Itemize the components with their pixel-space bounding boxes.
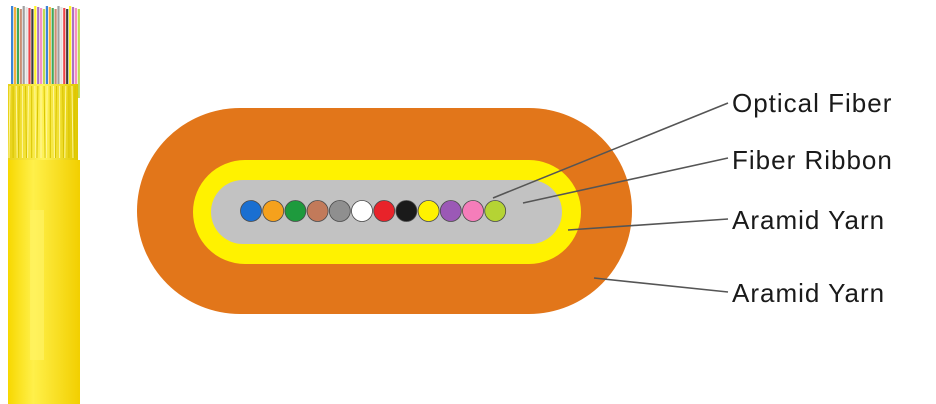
fiber-strand xyxy=(11,6,14,98)
label-optical-fiber: Optical Fiber xyxy=(732,88,893,118)
aramid-yarn-section xyxy=(8,84,78,160)
cable-cross-section xyxy=(137,108,632,314)
leader-fiber-ribbon xyxy=(522,157,729,204)
fiber-strand xyxy=(16,8,19,98)
label-fiber-ribbon: Fiber Ribbon xyxy=(732,145,893,175)
optical-fiber xyxy=(351,200,373,222)
yarn-texture xyxy=(8,85,76,159)
yarn-fiber xyxy=(64,85,67,159)
fiber-strand xyxy=(22,6,25,98)
yarn-fiber xyxy=(71,85,74,159)
optical-fiber xyxy=(484,200,507,222)
fiber-strand xyxy=(57,6,60,98)
optical-fiber xyxy=(395,200,418,222)
leader-aramid-yarn-inner xyxy=(567,218,729,231)
fiber-strand xyxy=(51,8,54,98)
yarn-fiber xyxy=(55,85,57,159)
fiber-strand xyxy=(63,8,66,98)
yarn-fiber xyxy=(15,85,18,159)
optical-fiber xyxy=(306,200,329,222)
exposed-fiber-strands xyxy=(11,6,80,98)
label-aramid-yarn-outer: Aramid Yarn xyxy=(732,278,886,308)
optical-fiber xyxy=(439,200,462,222)
optical-fibers xyxy=(240,200,507,222)
optical-fiber xyxy=(373,200,396,222)
fiber-strand xyxy=(28,8,31,98)
fiber-strand xyxy=(37,7,40,98)
fiber-strand xyxy=(66,9,69,98)
fiber-strand xyxy=(71,7,75,98)
label-aramid-yarn-inner: Aramid Yarn xyxy=(732,205,886,235)
fiber-strand xyxy=(19,9,22,98)
fiber-strand xyxy=(34,6,37,98)
fiber-strand xyxy=(77,9,80,98)
optical-fiber xyxy=(417,200,440,222)
fiber-strand xyxy=(42,9,46,98)
fiber-strand xyxy=(25,7,28,98)
yarn-fiber xyxy=(36,85,39,159)
leader-lines xyxy=(492,102,729,293)
yarn-fiber xyxy=(62,85,65,159)
fiber-strand xyxy=(40,8,43,98)
yarn-fiber xyxy=(25,85,27,159)
cable-jacket-highlight xyxy=(30,210,44,360)
cable-side-view xyxy=(8,6,80,404)
leader-aramid-yarn-outer xyxy=(593,277,729,293)
yarn-fiber xyxy=(52,85,55,159)
optical-fiber xyxy=(284,200,307,222)
leader-optical-fiber xyxy=(492,102,729,199)
fiber-strand xyxy=(54,9,57,98)
fiber-strand xyxy=(60,7,63,98)
yarn-fiber xyxy=(45,85,48,159)
yarn-fiber xyxy=(27,85,30,159)
optical-fiber xyxy=(328,200,351,222)
fiber-strand xyxy=(31,9,34,98)
optical-fiber xyxy=(262,200,285,222)
fiber-strand xyxy=(45,6,48,98)
fiber-strand xyxy=(69,6,72,98)
yarn-fiber xyxy=(43,85,46,159)
yarn-fiber xyxy=(73,85,76,159)
optical-fiber xyxy=(240,200,262,222)
yarn-fiber xyxy=(8,85,11,159)
yarn-fiber xyxy=(34,85,37,159)
optical-fiber xyxy=(462,200,484,222)
yarn-fiber xyxy=(17,85,20,159)
fiber-strand xyxy=(74,8,77,98)
fiber-strand xyxy=(13,7,17,98)
fiber-strand xyxy=(48,7,51,98)
